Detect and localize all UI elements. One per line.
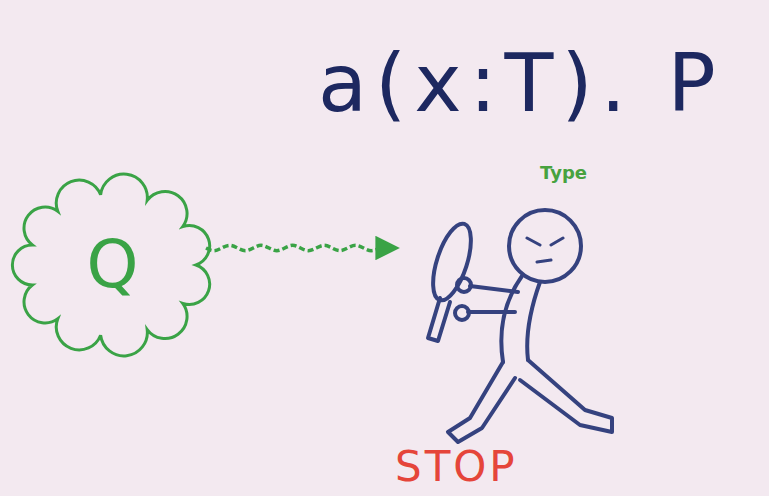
stop-figure: STOP bbox=[395, 205, 645, 490]
type-annotation: Type bbox=[540, 163, 587, 183]
stop-paddle bbox=[425, 219, 478, 304]
figure-right-leg bbox=[520, 360, 612, 432]
figure-left-leg bbox=[448, 362, 515, 442]
thought-cloud: Q bbox=[15, 180, 210, 350]
cloud-outline-path bbox=[12, 174, 209, 356]
cloud-letter: Q bbox=[87, 232, 139, 298]
stop-caption: STOP bbox=[395, 446, 518, 488]
process-term: a(x:T). P bbox=[318, 40, 724, 128]
wavy-arrow bbox=[206, 245, 395, 250]
stop-paddle-handle bbox=[428, 298, 450, 341]
figure-face bbox=[527, 238, 563, 262]
figure-hand bbox=[455, 306, 469, 320]
figure-head bbox=[509, 210, 581, 282]
figure-arms bbox=[468, 286, 518, 312]
